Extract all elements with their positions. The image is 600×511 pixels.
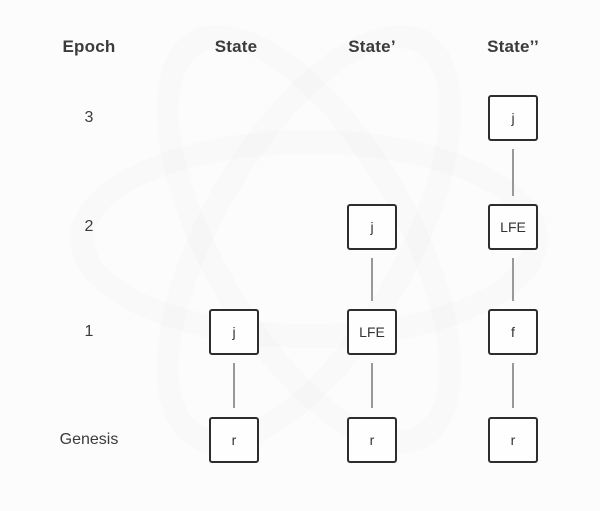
box-label: r (510, 432, 516, 448)
box-label: j (232, 324, 236, 340)
box-label: r (369, 432, 375, 448)
box-state-epoch1: j (209, 309, 259, 355)
box-stateprime-genesis: r (347, 417, 397, 463)
epoch-label-genesis: Genesis (59, 431, 119, 448)
box-label: LFE (500, 219, 526, 235)
connector-stateprime-2-1 (371, 258, 373, 301)
box-label: r (231, 432, 237, 448)
background-watermark (95, 0, 523, 500)
epoch-label-3: 3 (84, 109, 94, 126)
box-label: LFE (359, 324, 385, 340)
column-header-state-doubleprime: State’’ (487, 37, 539, 56)
box-label: j (511, 110, 515, 126)
connector-statedoubleprime-3-2 (512, 149, 514, 196)
box-statedoubleprime-epoch2: LFE (488, 204, 538, 250)
column-header-state-prime: State’ (348, 37, 396, 56)
epoch-label-2: 2 (84, 218, 94, 235)
box-stateprime-epoch1: LFE (347, 309, 397, 355)
box-stateprime-epoch2: j (347, 204, 397, 250)
epoch-label-1: 1 (84, 323, 94, 340)
column-header-state: State (214, 37, 258, 56)
background-watermark (95, 0, 523, 500)
box-statedoubleprime-genesis: r (488, 417, 538, 463)
connector-statedoubleprime-2-1 (512, 258, 514, 301)
connector-state-1-genesis (233, 363, 235, 408)
box-label: f (511, 324, 515, 340)
box-statedoubleprime-epoch1: f (488, 309, 538, 355)
connector-stateprime-1-genesis (371, 363, 373, 408)
background-watermark (70, 130, 548, 348)
box-label: j (370, 219, 374, 235)
box-statedoubleprime-epoch3: j (488, 95, 538, 141)
connector-statedoubleprime-1-genesis (512, 363, 514, 408)
box-state-genesis: r (209, 417, 259, 463)
column-header-epoch: Epoch (62, 37, 116, 56)
